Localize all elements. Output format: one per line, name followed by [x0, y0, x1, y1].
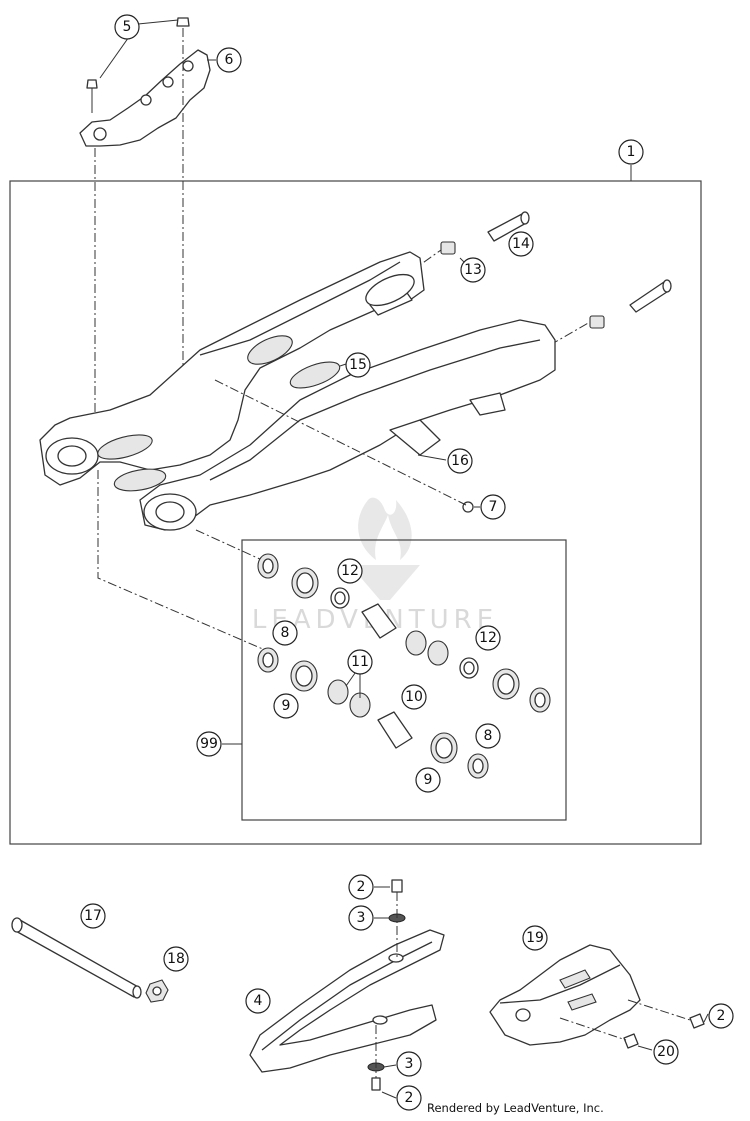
callout-label: 2 — [405, 1090, 414, 1106]
callout-label: 6 — [225, 52, 234, 68]
callout-label: 16 — [451, 453, 469, 469]
callout-9: 9 — [273, 693, 299, 719]
callout-1: 1 — [618, 139, 644, 165]
callout-label: 19 — [526, 930, 544, 946]
nut-part-18 — [145, 979, 169, 1003]
callout-label: 10 — [405, 689, 423, 705]
leader-15 — [339, 363, 347, 367]
callout-8: 8 — [272, 620, 298, 646]
bracket-part-6 — [79, 49, 211, 147]
centerline-right — [549, 321, 591, 346]
leader-5c — [137, 19, 179, 25]
callout-12: 12 — [475, 625, 501, 651]
callout-8: 8 — [475, 723, 501, 749]
slider-part-15 — [97, 335, 341, 492]
callout-18: 18 — [163, 946, 189, 972]
callout-label: 9 — [282, 698, 291, 714]
callout-label: 5 — [123, 19, 132, 35]
bearing-kit-parts — [257, 553, 551, 779]
callout-12: 12 — [337, 558, 363, 584]
callout-4: 4 — [245, 988, 271, 1014]
bolts-part-5 — [86, 17, 190, 89]
callout-label: 12 — [341, 563, 359, 579]
axle-part-17 — [11, 917, 142, 999]
callout-13: 13 — [460, 257, 486, 283]
leader-2b — [381, 1091, 397, 1099]
callout-6: 6 — [216, 47, 242, 73]
swingarm-body — [39, 251, 556, 531]
callout-20: 20 — [653, 1039, 679, 1065]
callout-17: 17 — [80, 903, 106, 929]
callout-3: 3 — [348, 905, 374, 931]
callout-label: 1 — [627, 144, 636, 160]
render-credit: Rendered by LeadVenture, Inc. — [427, 1101, 604, 1115]
callout-label: 18 — [167, 951, 185, 967]
callout-2: 2 — [348, 874, 374, 900]
swingarm-assembly-frame — [9, 180, 702, 845]
callout-label: 3 — [405, 1056, 414, 1072]
callout-19: 19 — [522, 925, 548, 951]
callout-label: 20 — [657, 1044, 675, 1060]
callout-15: 15 — [345, 352, 371, 378]
callout-label: 12 — [479, 630, 497, 646]
leader-2c — [703, 1013, 709, 1023]
centerline-7 — [214, 379, 467, 506]
bearing-kit-frame — [241, 539, 567, 821]
leader-20 — [637, 1045, 653, 1051]
callout-7: 7 — [480, 494, 506, 520]
callout-2: 2 — [396, 1085, 422, 1111]
callout-label: 13 — [464, 262, 482, 278]
callout-label: 14 — [512, 236, 530, 252]
callout-14: 14 — [508, 231, 534, 257]
chain-guide-part-19 — [489, 944, 705, 1049]
callout-2: 2 — [708, 1003, 734, 1029]
callout-11: 11 — [347, 649, 373, 675]
callout-label: 17 — [84, 908, 102, 924]
callout-label: 2 — [357, 879, 366, 895]
callout-label: 99 — [200, 736, 218, 752]
screw-part-7 — [462, 501, 474, 513]
spacer-part-13 — [440, 241, 456, 255]
callout-label: 8 — [484, 728, 493, 744]
callout-label: 7 — [489, 499, 498, 515]
axle-pin-right — [589, 279, 672, 329]
callout-9: 9 — [415, 767, 441, 793]
callout-label: 3 — [357, 910, 366, 926]
callout-5: 5 — [114, 14, 140, 40]
callout-label: 8 — [281, 625, 290, 641]
callout-label: 4 — [254, 993, 263, 1009]
centerline-20 — [559, 1017, 627, 1041]
axle-pin-part-14 — [487, 211, 530, 242]
callout-10: 10 — [401, 684, 427, 710]
centerline-8 — [97, 470, 266, 651]
callout-label: 9 — [424, 772, 433, 788]
centerline-kit-top — [195, 529, 263, 561]
callout-3: 3 — [396, 1051, 422, 1077]
callout-label: 2 — [717, 1008, 726, 1024]
callout-99: 99 — [196, 731, 222, 757]
leader-3b — [383, 1064, 397, 1068]
centerline-2c — [627, 999, 691, 1021]
callout-16: 16 — [447, 448, 473, 474]
callout-label: 11 — [351, 654, 369, 670]
callout-label: 15 — [349, 357, 367, 373]
leader-16 — [417, 454, 447, 461]
